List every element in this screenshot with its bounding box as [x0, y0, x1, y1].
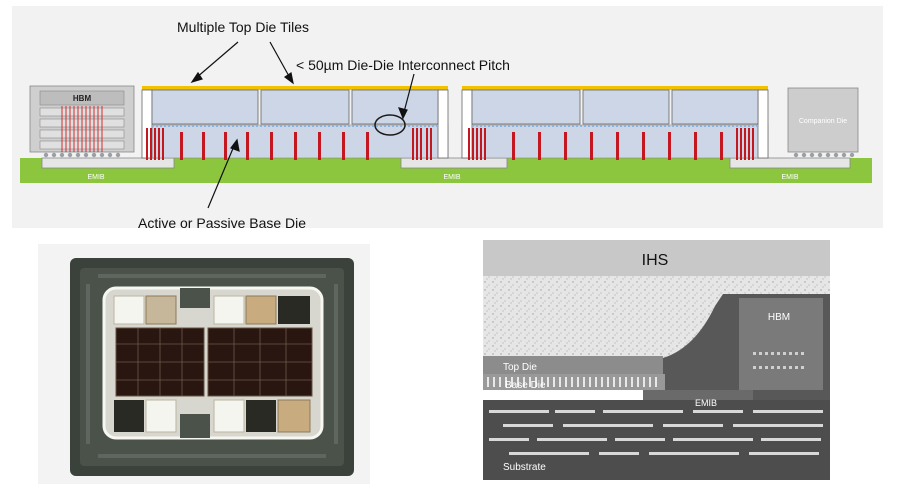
hbm-cross-section-label: HBM: [768, 312, 790, 323]
companion-die-label: Companion Die: [799, 118, 847, 125]
callout-arrows: [190, 41, 415, 209]
ihs-layer: [483, 240, 830, 276]
top-die-tiles-callout: Multiple Top Die Tiles: [177, 19, 309, 35]
emib-label-right: EMIB: [781, 174, 798, 181]
hbm-tiles: [113, 295, 311, 433]
emib-cross-section-label: EMIB: [695, 398, 717, 408]
pitch-highlight-ellipse: [374, 114, 406, 136]
package-cross-section: IHS HBM Top Die Base Die EMIB Substrate: [483, 240, 830, 480]
emib-bridge-center: [400, 157, 508, 169]
emib-bridge-left: [41, 157, 175, 169]
through-silicon-vias: [146, 128, 754, 160]
emib-label-left: EMIB: [87, 174, 104, 181]
emib-bridges: [41, 157, 851, 169]
base-die-callout: Active or Passive Base Die: [138, 215, 306, 228]
compute-tiles: [115, 327, 313, 397]
substrate-traces: [489, 410, 823, 455]
package-schematic: EMIB EMIB EMIB HBM: [12, 6, 883, 228]
pitch-callout: < 50µm Die-Die Interconnect Pitch: [296, 57, 510, 73]
emib-bridge-right: [729, 157, 851, 169]
ihs-label: IHS: [642, 252, 669, 269]
substrate-label: Substrate: [503, 462, 546, 473]
base-die-label: Base Die: [505, 380, 546, 391]
hbm-label: HBM: [73, 94, 92, 103]
top-die-label: Top Die: [503, 362, 537, 373]
companion-die: [787, 87, 859, 158]
package-die-photo: [38, 244, 370, 484]
right-top-die-tiles: [461, 86, 769, 159]
hbm-stack: [29, 85, 135, 158]
microbump-row: [487, 377, 657, 387]
top-die-layer: [483, 356, 663, 374]
hbm-block: [739, 298, 823, 390]
emib-label-center: EMIB: [443, 174, 460, 181]
left-top-die-tiles: [141, 86, 449, 159]
